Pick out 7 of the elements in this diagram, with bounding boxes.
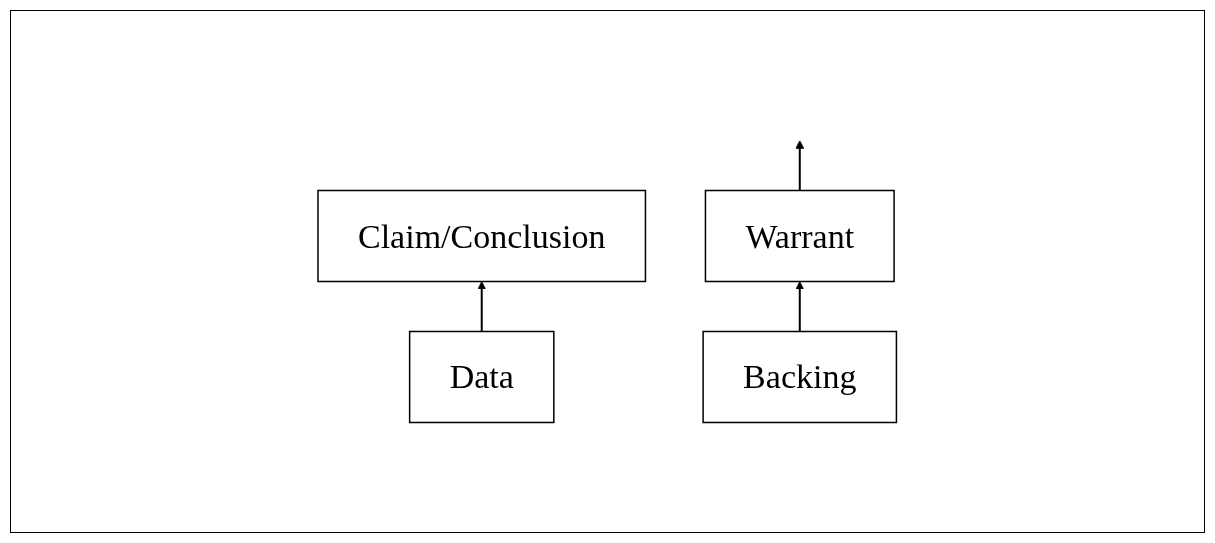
node-box: Claim/Conclusion <box>317 189 647 283</box>
arrow <box>477 281 487 333</box>
node-box: Data <box>409 330 555 424</box>
arrow <box>795 140 805 192</box>
node-box: Backing <box>702 330 898 424</box>
arrow <box>795 281 805 333</box>
node-box: Warrant <box>705 189 896 283</box>
